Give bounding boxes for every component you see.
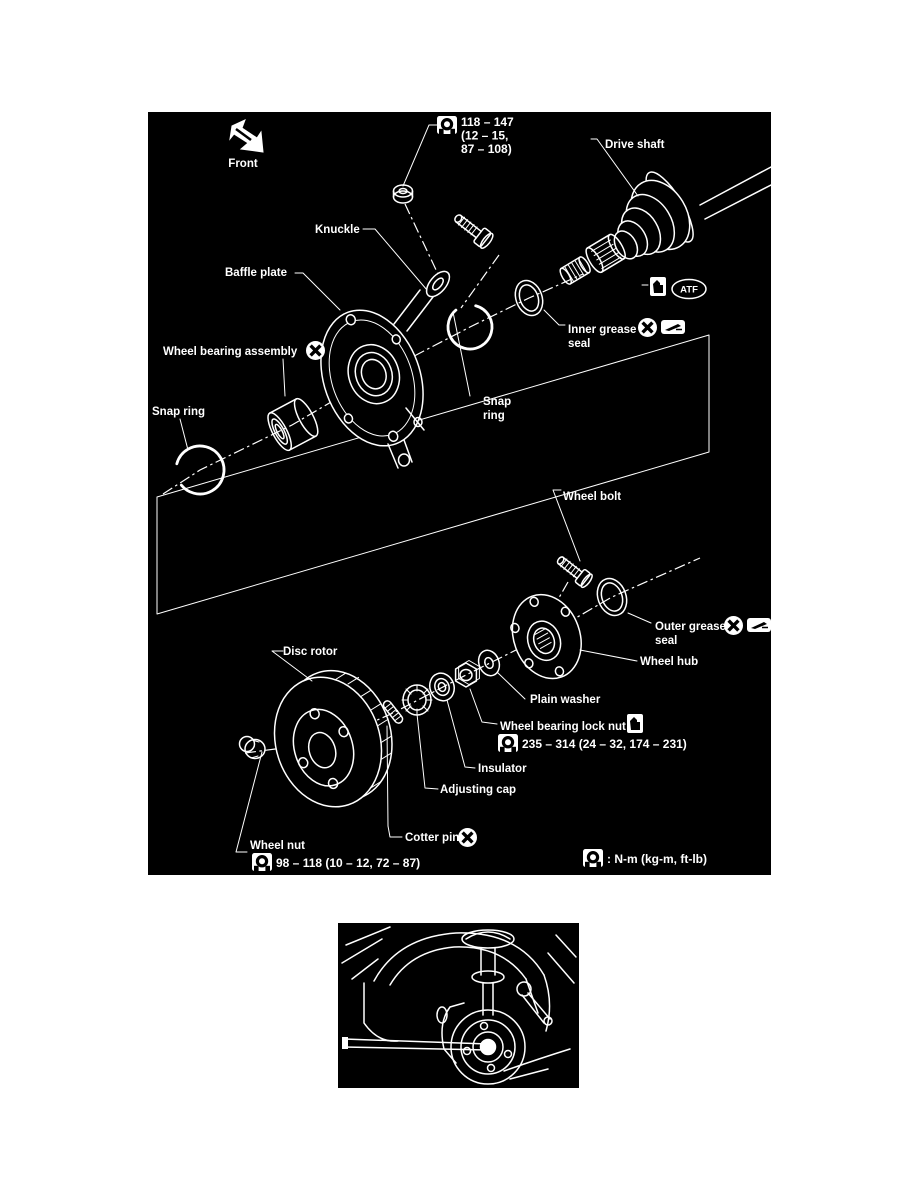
label-disc-rotor: Disc rotor <box>283 646 338 658</box>
svg-text:Wheel bearing assembly: Wheel bearing assembly <box>163 346 298 358</box>
inner-grease-seal-label: Inner grease seal <box>568 316 686 350</box>
front-arrow-icon <box>229 119 264 153</box>
grease-icon <box>304 339 327 362</box>
wheel-bearing-part <box>267 397 319 452</box>
torque-value: 87 – 108) <box>461 142 512 156</box>
cotter-pin-part <box>382 700 404 724</box>
inner-grease-seal-part <box>514 279 544 317</box>
svg-text:Outer grease: Outer grease <box>655 621 726 633</box>
svg-text:Inner grease: Inner grease <box>568 324 636 336</box>
leader-lines <box>179 124 652 853</box>
label-snap-ring-right: Snap ring <box>483 396 511 422</box>
cotter-pin-label: Cotter pin <box>405 826 479 849</box>
label-adjusting-cap: Adjusting cap <box>440 784 516 796</box>
knuckle-baffle-part <box>320 270 451 469</box>
atf-note: ATF <box>650 277 707 300</box>
wheel-nut-label: Wheel nut 98 – 118 (10 – 12, 72 – 87) <box>250 840 420 873</box>
brake-rotor <box>450 1009 526 1085</box>
label-baffle-plate: Baffle plate <box>225 267 287 279</box>
breaker-bar-tool <box>342 1037 489 1051</box>
wheel-bolt-part <box>556 556 593 589</box>
atf-label: ATF <box>680 285 698 296</box>
svg-text:Cotter pin: Cotter pin <box>405 832 459 844</box>
svg-text:Wheel bearing lock nut: Wheel bearing lock nut <box>500 721 626 733</box>
grease-icon <box>636 316 659 339</box>
grease-icon <box>456 826 479 849</box>
outer-grease-seal-label: Outer grease seal <box>655 614 771 647</box>
label-drive-shaft: Drive shaft <box>605 139 665 151</box>
adjusting-cap-part <box>401 684 433 716</box>
label-snap-ring-left: Snap ring <box>152 406 205 418</box>
front-label: Front <box>228 158 258 170</box>
exploded-view-diagram: Front <box>148 112 771 875</box>
label-wheel-bolt: Wheel bolt <box>563 491 621 503</box>
label-plain-washer: Plain washer <box>530 694 601 706</box>
label-knuckle: Knuckle <box>315 224 360 236</box>
svg-text:seal: seal <box>568 338 590 350</box>
label-wheel-hub: Wheel hub <box>640 656 698 668</box>
outer-grease-seal-part <box>596 577 628 617</box>
torque-wrench-icon <box>581 847 605 869</box>
torque-value: 235 – 314 (24 – 32, 174 – 231) <box>522 737 687 751</box>
section-plane <box>156 334 710 615</box>
svg-text:ring: ring <box>483 410 505 422</box>
torque-value: 118 – 147 <box>461 115 514 129</box>
oil-icon <box>627 714 643 733</box>
suspension-links <box>503 981 571 1080</box>
snap-ring-left-part <box>174 444 226 496</box>
disc-rotor-part <box>273 669 393 808</box>
wheel-nut-part <box>238 735 266 760</box>
snap-ring-right-part <box>446 303 494 351</box>
torque-value: 98 – 118 (10 – 12, 72 – 87) <box>276 856 420 870</box>
seal-tool-icon <box>660 319 686 335</box>
legend: : N-m (kg-m, ft-lb) <box>581 847 707 869</box>
torque-callout-knuckle-nut: 118 – 147 (12 – 15, 87 – 108) <box>435 114 514 156</box>
oil-icon <box>650 277 666 296</box>
drive-shaft <box>559 166 771 285</box>
lock-nut-label: Wheel bearing lock nut 235 – 314 (24 – 3… <box>496 714 687 754</box>
svg-text:seal: seal <box>655 635 677 647</box>
label-insulator: Insulator <box>478 763 527 775</box>
legend-text: : N-m (kg-m, ft-lb) <box>607 852 707 866</box>
inset-hub-nut-removal <box>338 923 579 1088</box>
svg-text:Wheel nut: Wheel nut <box>250 840 305 852</box>
knuckle-caliper <box>436 1002 465 1064</box>
svg-text:Snap: Snap <box>483 396 511 408</box>
torque-wrench-icon <box>250 851 274 873</box>
grease-icon <box>722 614 745 637</box>
strut-pinch-nut <box>392 184 414 204</box>
torque-value: (12 – 15, <box>461 129 508 143</box>
wheel-bearing-assembly-label: Wheel bearing assembly <box>163 339 327 362</box>
torque-wrench-icon <box>435 114 459 136</box>
atf-oval <box>671 278 707 300</box>
wheel-hub-part <box>510 593 582 680</box>
pinch-bolt <box>454 214 494 249</box>
lock-nut-part <box>454 660 480 688</box>
torque-wrench-icon <box>496 732 520 754</box>
strut-assembly <box>461 929 515 1016</box>
seal-tool-icon <box>746 617 771 633</box>
